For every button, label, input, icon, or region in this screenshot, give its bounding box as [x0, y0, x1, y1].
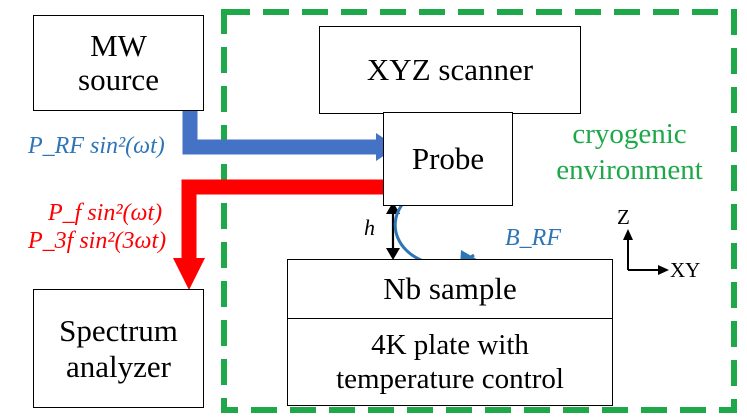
reflected-f-text: P_f sin²(ωt): [48, 200, 163, 226]
plate-block: 4K plate with temperature control: [287, 318, 613, 406]
xyz-scanner-label: XYZ scanner: [366, 52, 534, 87]
environment-label: cryogenic environment: [532, 116, 727, 188]
cryogenic-enclosure: [221, 9, 737, 413]
spectrum-analyzer-line2: analyzer: [66, 348, 171, 384]
spectrum-analyzer-block: Spectrum analyzer: [33, 289, 204, 408]
gap-text: h: [364, 215, 375, 240]
reflected-3f-text: P_3f sin²(3ωt): [28, 228, 167, 254]
double-arrow-icon: [386, 202, 400, 260]
reflected-3f-label: P_3f sin²(3ωt): [28, 228, 166, 255]
plate-line2: temperature control: [336, 363, 564, 395]
incident-signal-text: P_RF sin²(ωt): [28, 133, 165, 159]
axis-xy-label: XY: [670, 258, 700, 283]
field-label: B_RF: [505, 225, 561, 252]
axis-xy-text: XY: [670, 258, 701, 282]
gap-label: h: [364, 215, 375, 241]
down-arrow-icon: [173, 258, 205, 290]
probe-block: Probe: [383, 112, 513, 206]
probe-label: Probe: [411, 141, 485, 176]
spectrum-analyzer-line1: Spectrum: [59, 312, 178, 348]
reflected-f-label: P_f sin²(ωt): [48, 200, 162, 227]
plate-line1: 4K plate with: [371, 329, 529, 361]
nb-sample-block: Nb sample: [287, 259, 613, 319]
mw-source-block: MW source: [33, 15, 204, 111]
mw-source-line2: source: [78, 62, 159, 97]
coordinate-axes-icon: [623, 229, 669, 275]
axis-z-text: Z: [617, 205, 630, 229]
xyz-scanner-block: XYZ scanner: [319, 26, 581, 114]
environment-line2: environment: [556, 154, 703, 186]
mw-source-line1: MW: [90, 28, 147, 63]
axis-z-label: Z: [617, 205, 630, 230]
environment-line1: cryogenic: [572, 118, 687, 150]
field-text: B_RF: [505, 225, 561, 251]
reflected-signal-arrow: [173, 179, 383, 290]
nb-sample-label: Nb sample: [383, 271, 517, 306]
incident-signal-label: P_RF sin²(ωt): [28, 133, 165, 160]
